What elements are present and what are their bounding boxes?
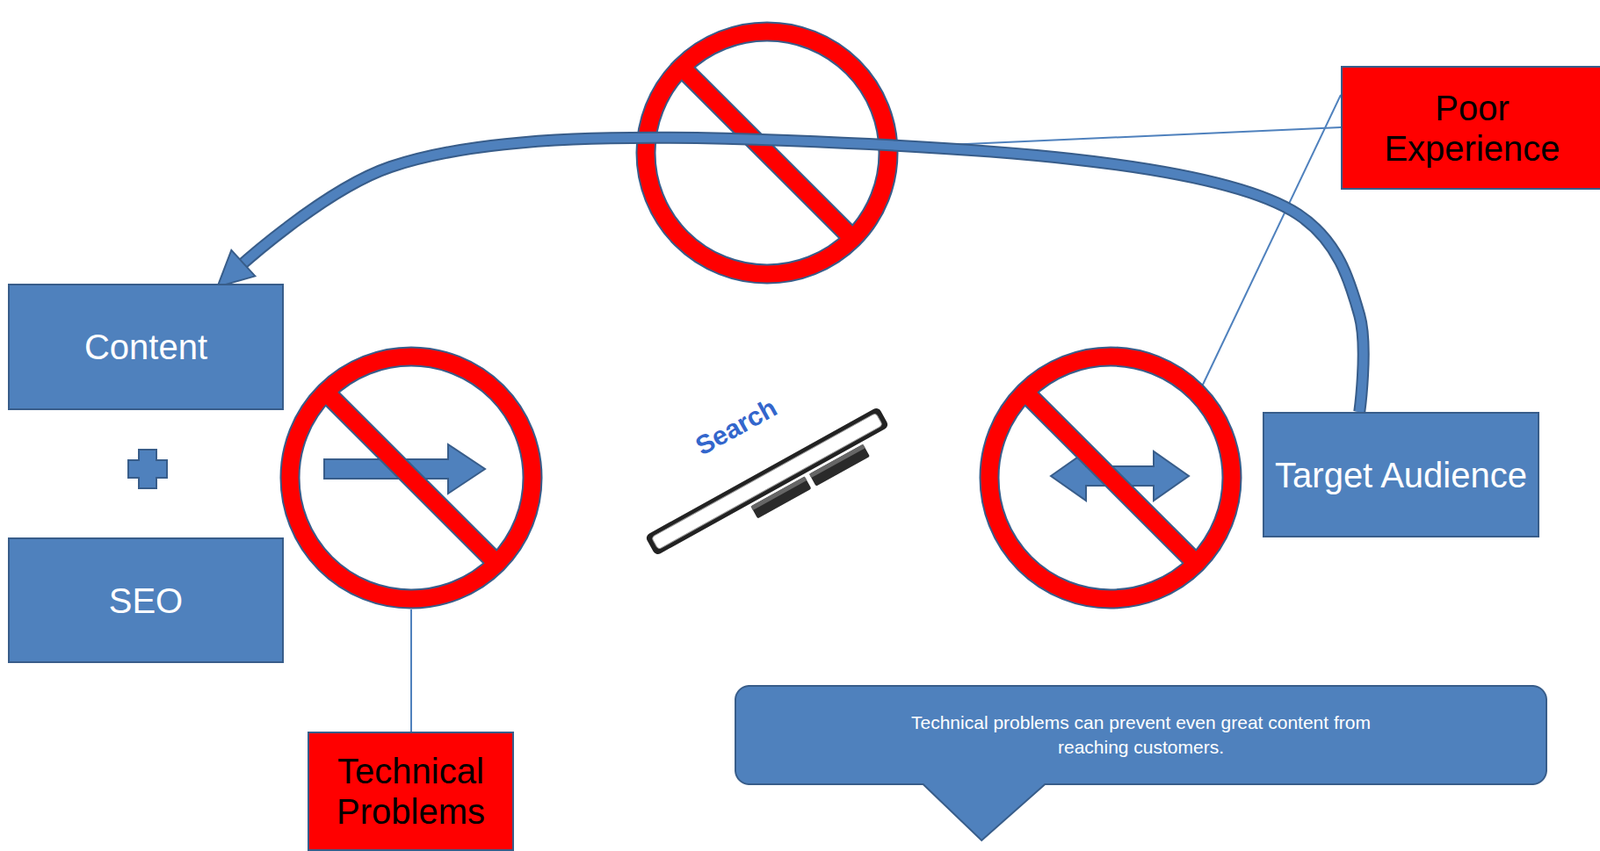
- box-text: Technical Problems: [319, 751, 502, 833]
- problem-box: Poor Experience: [1340, 65, 1600, 190]
- box-text: Poor Experience: [1353, 87, 1592, 169]
- problem-box: Technical Problems: [307, 731, 515, 851]
- callout-outline: [734, 685, 1548, 848]
- prohibition-symbol: [289, 356, 533, 600]
- box-text: SEO: [108, 580, 183, 622]
- box-text: Technical problems can prevent even grea…: [882, 710, 1401, 761]
- box-text: Target Audience: [1274, 455, 1528, 496]
- process-box: SEO: [7, 537, 284, 664]
- box-text: Content: [84, 326, 208, 368]
- search-logo-text: Search: [690, 392, 782, 462]
- prohibition-symbol: [645, 31, 889, 275]
- process-box: Content: [7, 283, 284, 411]
- leader-line: [410, 609, 413, 732]
- callout-box: Technical problems can prevent even grea…: [734, 685, 1548, 786]
- plus-sign: [128, 449, 167, 489]
- feedback-arrow: [236, 137, 1363, 413]
- prohibition-symbol: [989, 356, 1232, 600]
- arrow-body: [236, 137, 1363, 413]
- callout-shape: [735, 686, 1547, 841]
- arrow-outline: [236, 137, 1363, 413]
- process-box: Target Audience: [1262, 412, 1540, 538]
- search-bar: [644, 406, 898, 572]
